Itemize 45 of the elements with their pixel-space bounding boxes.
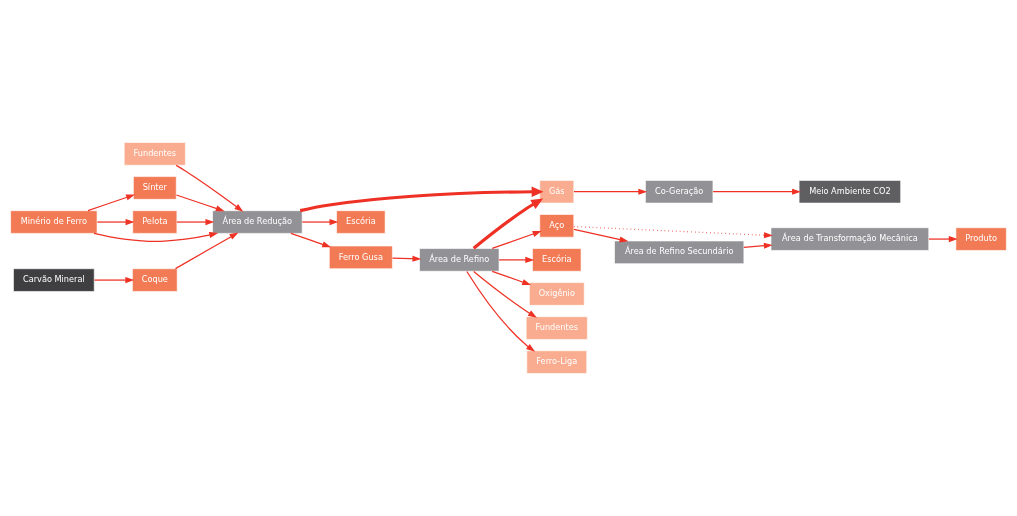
node-box: Ferro-Liga (526, 350, 588, 374)
arrow (93, 277, 135, 284)
node-box: Área de Redução (212, 210, 303, 234)
node-box: Fundentes (525, 316, 588, 340)
node-box: Sínter (133, 176, 177, 200)
node-box: Escória (336, 210, 386, 234)
arrow (301, 218, 339, 226)
node-box: Ferro Gusa (328, 245, 393, 270)
arrow (743, 242, 773, 249)
node-box: Aço (539, 214, 575, 238)
arrow (175, 194, 225, 212)
arrow (573, 188, 648, 195)
arrow (466, 270, 536, 352)
arrow (175, 164, 244, 212)
node-box: Escória (532, 248, 582, 272)
arrow (491, 270, 531, 286)
arrow (712, 188, 801, 195)
arrow (473, 270, 537, 318)
node-box: Minério de Ferro (10, 210, 98, 234)
node-box: Área de Refino Secundário (614, 240, 745, 264)
node-box: Produto (955, 227, 1007, 251)
arrow (176, 218, 215, 226)
node-box: Fundentes (123, 142, 186, 166)
node-box: Carvão Mineral (13, 268, 95, 292)
arrow (472, 198, 544, 250)
node-box: Coque (132, 268, 178, 292)
arrow (290, 232, 332, 248)
arrow (93, 231, 219, 243)
node-box: Área de Refino (419, 248, 500, 272)
node-box: Meio Ambiente CO2 (798, 180, 901, 204)
arrow (174, 232, 239, 270)
arrow (96, 218, 135, 226)
node-box: Gás (539, 180, 575, 204)
node-box: Co-Geração (645, 180, 714, 204)
arrow (928, 235, 958, 243)
arrow (299, 186, 544, 213)
arrow (87, 194, 135, 212)
arrow (573, 225, 773, 239)
arrow (498, 256, 535, 263)
arrow (573, 228, 629, 243)
arrow (491, 231, 542, 250)
node-box: Pelota (132, 210, 178, 234)
arrow (391, 255, 422, 262)
node-box: Área de Transformação Mecânica (770, 227, 930, 251)
node-box: Oxigênio (529, 282, 585, 306)
